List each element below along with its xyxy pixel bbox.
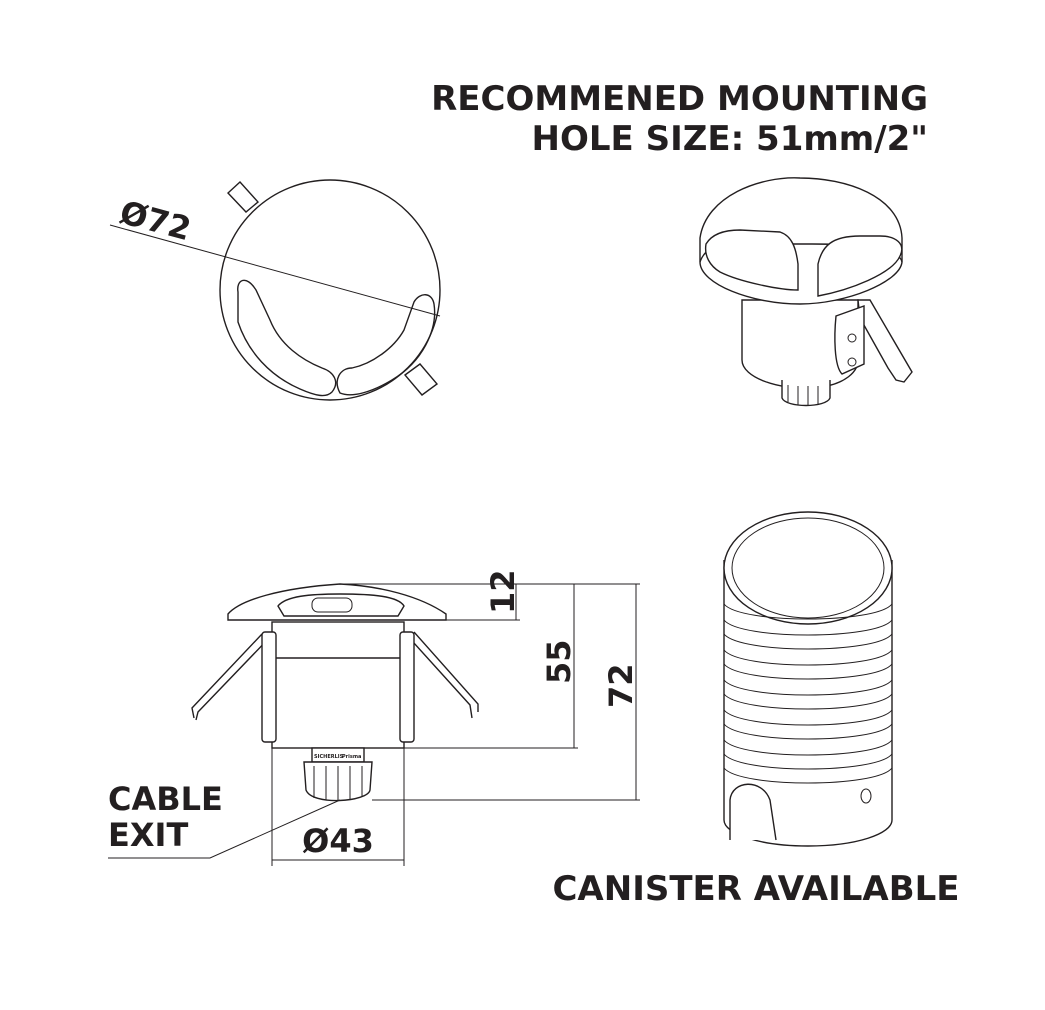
perspective-slot-right bbox=[817, 235, 903, 297]
dim-total-height: 72 bbox=[602, 663, 640, 708]
dim-body-diameter: Ø43 bbox=[302, 822, 374, 860]
top-view-slot-right bbox=[336, 294, 436, 396]
perspective-view bbox=[699, 177, 913, 407]
dim-body-height: 55 bbox=[540, 639, 578, 684]
cable-exit-label-1: CABLE bbox=[108, 780, 223, 818]
canister-view: CANISTER AVAILABLE bbox=[552, 511, 960, 909]
gland-text-right: Prisma bbox=[342, 754, 361, 760]
top-view-tab-upper bbox=[227, 181, 260, 213]
top-view: Ø72 bbox=[109, 179, 441, 401]
canister-rim bbox=[723, 511, 893, 625]
diameter-label: Ø72 bbox=[116, 193, 195, 248]
canister-hole bbox=[860, 788, 872, 804]
side-view-bracket-right bbox=[399, 631, 415, 743]
perspective-clip-bracket bbox=[834, 305, 865, 375]
mounting-hole-note: RECOMMENED MOUNTING HOLE SIZE: 51mm/2" bbox=[431, 79, 928, 159]
side-view-body bbox=[271, 621, 405, 749]
side-view: SICHERLIS Prisma 12 55 72 Ø43 CABLE EXIT bbox=[108, 569, 640, 866]
canister-cable-notch bbox=[729, 783, 777, 841]
perspective-gland bbox=[781, 380, 831, 407]
cable-exit-label-2: EXIT bbox=[108, 816, 188, 854]
top-view-slot-left bbox=[237, 279, 337, 397]
side-view-cap-lens bbox=[277, 593, 405, 617]
canister-label: CANISTER AVAILABLE bbox=[552, 869, 959, 909]
side-view-clip-right bbox=[403, 631, 479, 719]
canister-ribs bbox=[723, 603, 893, 784]
gland-text-left: SICHERLIS bbox=[314, 754, 344, 760]
top-view-body bbox=[219, 179, 441, 401]
perspective-slot-left bbox=[704, 229, 799, 291]
perspective-clip bbox=[857, 299, 913, 383]
diameter-leader bbox=[109, 224, 441, 317]
title-line-1: RECOMMENED MOUNTING bbox=[431, 79, 928, 119]
title-line-2: HOLE SIZE: 51mm/2" bbox=[532, 119, 929, 159]
side-view-clip-left bbox=[191, 633, 273, 721]
side-view-bracket-left bbox=[261, 631, 277, 743]
cable-exit-leader bbox=[108, 799, 341, 859]
dim-cap-height: 12 bbox=[484, 569, 522, 614]
top-view-tab-lower bbox=[403, 363, 439, 396]
